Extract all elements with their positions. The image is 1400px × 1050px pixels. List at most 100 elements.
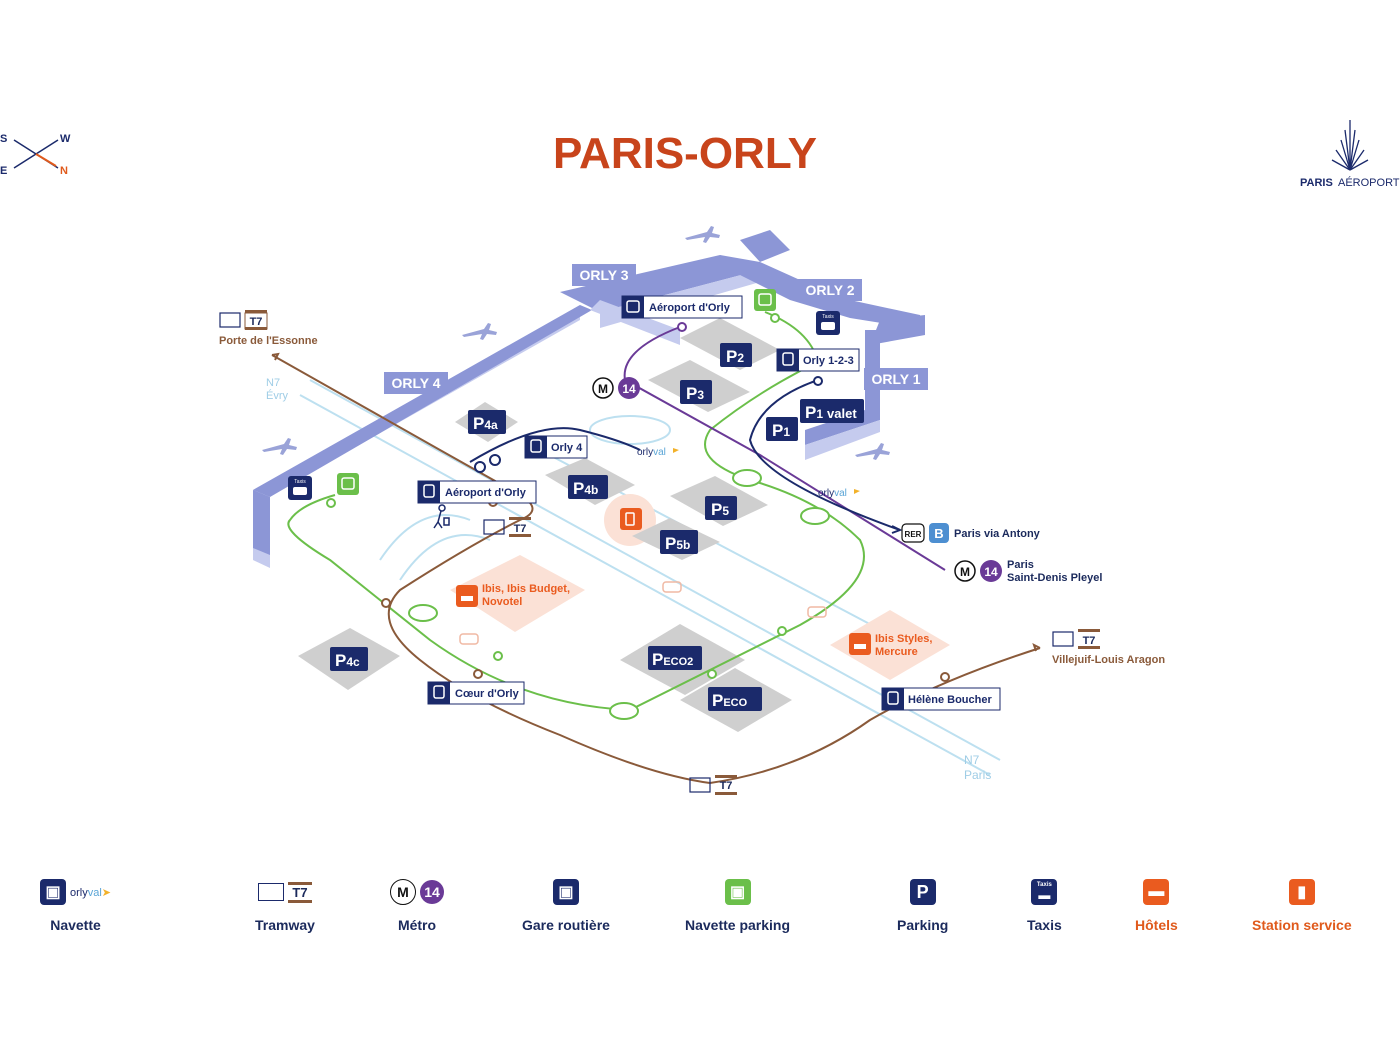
orlyval-label-1: orlyval bbox=[637, 447, 679, 458]
bed-icon bbox=[854, 644, 866, 649]
bus-icon bbox=[341, 477, 355, 490]
parking-p5b[interactable]: P5b bbox=[660, 530, 698, 554]
svg-text:B: B bbox=[934, 526, 943, 541]
svg-text:Aéroport d'Orly: Aéroport d'Orly bbox=[649, 302, 731, 314]
compass-s: S bbox=[0, 133, 7, 145]
svg-text:P5: P5 bbox=[711, 500, 729, 519]
svg-text:Cœur d'Orly: Cœur d'Orly bbox=[455, 688, 520, 700]
shuttle-bus-icon: ▣ bbox=[724, 879, 751, 905]
legend-hotels: ▬ Hôtels bbox=[1135, 875, 1178, 933]
rer-b-marker[interactable]: RER B bbox=[901, 523, 949, 543]
svg-text:PECO2: PECO2 bbox=[652, 650, 693, 669]
parking-peco[interactable]: PECO bbox=[708, 687, 762, 711]
fuel-pump-icon: ▮ bbox=[1288, 879, 1315, 905]
navette-icon bbox=[782, 352, 794, 366]
parking-p4a[interactable]: P4a bbox=[468, 410, 506, 434]
compass-w: W bbox=[60, 133, 71, 145]
legend-taxis: Taxis▬ Taxis bbox=[1027, 875, 1062, 933]
station-aeroport-orly-tram[interactable]: Aéroport d'Orly bbox=[417, 480, 537, 504]
svg-text:Taxis: Taxis bbox=[294, 479, 306, 485]
svg-text:Orly 1-2-3: Orly 1-2-3 bbox=[803, 355, 854, 367]
metro-stop bbox=[677, 322, 687, 332]
legend-label-parking: Parking bbox=[897, 917, 949, 933]
legend-label-navette: Navette bbox=[50, 917, 101, 933]
tram-t7-marker-villejuif[interactable]: T7 bbox=[1052, 629, 1100, 649]
car-icon bbox=[459, 581, 827, 645]
terminal-label-orly2[interactable]: ORLY 2 bbox=[798, 279, 862, 301]
taxi-marker-orly4[interactable]: Taxis bbox=[288, 476, 312, 500]
parking-peco2[interactable]: PECO2 bbox=[648, 646, 702, 670]
parking-p3[interactable]: P3 bbox=[680, 380, 712, 404]
navette-parking-marker-orly4[interactable] bbox=[337, 473, 359, 495]
station-aeroport-orly-top[interactable]: Aéroport d'Orly bbox=[621, 295, 743, 319]
compass-e: E bbox=[0, 165, 7, 177]
svg-text:Ibis Styles,: Ibis Styles, bbox=[875, 633, 932, 645]
svg-text:orlyval: orlyval bbox=[637, 447, 666, 458]
tram-t7-marker-essonne[interactable]: T7 bbox=[219, 310, 268, 330]
orlyval-stops bbox=[474, 376, 823, 473]
legend: ▣ orlyval➤ Navette T7 Tramway M 14 Métro… bbox=[0, 875, 1400, 955]
svg-text:PECO: PECO bbox=[712, 691, 748, 710]
navette-parking-stops bbox=[326, 313, 830, 720]
legend-label-taxis: Taxis bbox=[1027, 917, 1062, 933]
road-evry: Évry bbox=[266, 389, 289, 402]
taxi-icon: Taxis▬ bbox=[1031, 879, 1058, 905]
parking-p5[interactable]: P5 bbox=[705, 496, 737, 520]
parking-p4c[interactable]: P4c bbox=[330, 647, 368, 671]
tram-t7-line-east bbox=[709, 647, 1041, 784]
legend-label-station-service: Station service bbox=[1252, 917, 1352, 933]
station-orly-4[interactable]: Orly 4 bbox=[524, 435, 588, 459]
taxi-icon bbox=[293, 487, 307, 495]
legend-station-service: ▮ Station service bbox=[1252, 875, 1352, 933]
metro-14-destination-marker[interactable]: M 14 bbox=[954, 560, 1002, 582]
terminal-label-orly4[interactable]: ORLY 4 bbox=[384, 372, 448, 394]
plane-icon bbox=[262, 226, 890, 460]
svg-text:P4c: P4c bbox=[335, 651, 360, 670]
compass-icon: S W E N bbox=[0, 133, 71, 177]
station-helene-boucher[interactable]: Hélène Boucher bbox=[881, 687, 1001, 711]
svg-text:ORLY 4: ORLY 4 bbox=[391, 375, 440, 391]
station-orly-123[interactable]: Orly 1-2-3 bbox=[776, 348, 860, 372]
roads bbox=[299, 379, 1001, 776]
orlyval-logo: orlyval➤ bbox=[70, 886, 112, 899]
parking-p2[interactable]: P2 bbox=[720, 343, 752, 367]
svg-text:T7: T7 bbox=[720, 780, 733, 792]
terminal-buildings bbox=[253, 230, 925, 568]
svg-text:Taxis: Taxis bbox=[822, 314, 834, 320]
tram-icon bbox=[1052, 631, 1074, 647]
road-n7-top: N7 bbox=[266, 377, 280, 389]
parking-p1[interactable]: P1 bbox=[766, 417, 798, 441]
terminal-label-orly3[interactable]: ORLY 3 bbox=[572, 264, 636, 286]
logo-text-aeroport: AÉROPORT bbox=[1338, 176, 1400, 189]
hotel-marker-1[interactable]: Ibis, Ibis Budget, Novotel bbox=[456, 583, 570, 608]
legend-gare-routiere: ▣ Gare routière bbox=[522, 875, 610, 933]
legend-label-hotels: Hôtels bbox=[1135, 917, 1178, 933]
legend-tramway: T7 Tramway bbox=[255, 875, 315, 933]
tram-icon bbox=[433, 685, 445, 699]
legend-label-tramway: Tramway bbox=[255, 917, 315, 933]
terminal-label-orly1[interactable]: ORLY 1 bbox=[864, 368, 928, 390]
tram-t7-marker-airport[interactable]: T7 bbox=[483, 517, 531, 537]
bus-icon bbox=[758, 293, 772, 306]
tram-icon bbox=[887, 691, 899, 705]
tram-icon bbox=[219, 312, 241, 328]
svg-text:ORLY 1: ORLY 1 bbox=[871, 371, 920, 387]
metro-14-marker[interactable]: M 14 bbox=[592, 377, 640, 399]
tram-t7-marker-bottom[interactable]: T7 bbox=[689, 775, 737, 795]
taxi-marker-orly2[interactable]: Taxis bbox=[816, 311, 840, 335]
parking-icon: P bbox=[909, 879, 936, 905]
page-title: PARIS-ORLY bbox=[553, 129, 817, 178]
navette-parking-marker-orly2[interactable] bbox=[754, 289, 776, 311]
svg-text:Mercure: Mercure bbox=[875, 646, 918, 658]
tram-t7-arrow-east bbox=[1032, 643, 1041, 652]
tram-icon bbox=[423, 484, 435, 498]
paris-aeroport-logo: PARIS AÉROPORT bbox=[1300, 120, 1400, 189]
legend-parking: P Parking bbox=[897, 875, 948, 933]
fuel-station-marker[interactable] bbox=[620, 508, 642, 530]
station-coeur-orly[interactable]: Cœur d'Orly bbox=[427, 681, 525, 705]
parking-p4b[interactable]: P4b bbox=[568, 475, 608, 499]
metro-icon: M bbox=[390, 879, 416, 905]
hotel-marker-2[interactable]: Ibis Styles, Mercure bbox=[849, 633, 932, 658]
